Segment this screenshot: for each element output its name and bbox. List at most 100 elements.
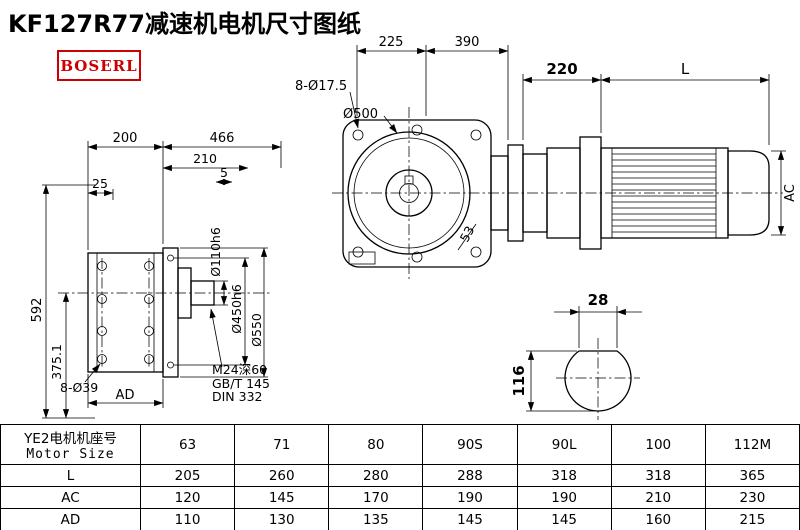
shaft-section-circle <box>564 350 632 412</box>
table-cell: 318 <box>516 464 612 487</box>
page-title: KF127R77减速机电机尺寸图纸 <box>8 10 361 38</box>
motor-assembly <box>490 136 770 250</box>
fan-cover <box>727 150 770 236</box>
bolt-hole <box>352 129 364 141</box>
dim-label-53: 53 <box>457 223 478 244</box>
shaft-section-view: 28 116 <box>510 291 642 412</box>
bolt-hole <box>470 246 482 258</box>
dim-label-28: 28 <box>588 291 609 309</box>
housing-detail <box>348 251 376 265</box>
dim-label-8-d17-5: 8-Ø17.5 <box>295 79 347 94</box>
dim-label-466: 466 <box>210 131 235 146</box>
table-cell: 318 <box>610 464 706 487</box>
frame-size-col-112M: 112M <box>704 424 800 465</box>
flange-hole <box>167 361 174 369</box>
bolt-hole <box>411 124 423 136</box>
flange-hole <box>167 254 174 262</box>
row-label-AC: AC <box>0 486 141 509</box>
table-cell: 145 <box>516 508 612 530</box>
motor-cooling-fins <box>611 148 717 238</box>
table-cell: 365 <box>704 464 800 487</box>
side-view-dimensions: 200 466 210 5 25 592 375.1 Ø110h6 Ø450h6… <box>30 131 282 419</box>
mount-hole <box>144 326 154 336</box>
mount-hole <box>144 354 154 364</box>
motor-size-header-cell: YE2电机机座号 Motor Size <box>0 424 141 465</box>
frame-size-col-90S: 90S <box>422 424 518 465</box>
side-view-centerlines <box>58 258 272 368</box>
frame-size-col-63: 63 <box>139 424 236 465</box>
mount-hole <box>144 294 154 304</box>
bolt-hole <box>470 129 482 141</box>
dim-label-220: 220 <box>546 60 577 78</box>
bore-circle <box>399 183 419 203</box>
table-cell: 110 <box>139 508 236 530</box>
table-cell: 215 <box>704 508 800 530</box>
dim-label-25: 25 <box>92 176 108 191</box>
table-cell: 230 <box>704 486 800 509</box>
dim-label-210: 210 <box>193 151 217 166</box>
table-cell: 210 <box>610 486 706 509</box>
tap-spec-line1: M24深60 <box>212 362 267 377</box>
dim-label-AC: AC <box>783 184 798 202</box>
mount-hole <box>144 261 154 271</box>
table-cell: 190 <box>516 486 612 509</box>
front-motor-dimensions: 225 390 8-Ø17.5 Ø500 53 220 L AC <box>295 35 798 244</box>
table-cell: 145 <box>234 486 330 509</box>
table-cell: 170 <box>328 486 424 509</box>
table-row-AD: AD 110 130 135 145 145 160 215 <box>0 508 800 530</box>
mount-hole <box>97 261 107 271</box>
tap-spec-line2: GB/T 145 <box>212 376 270 391</box>
technical-drawing: 225 390 8-Ø17.5 Ø500 53 220 L AC <box>30 35 798 420</box>
table-cell: 190 <box>422 486 518 509</box>
table-row-L: L 205 260 280 288 318 318 365 <box>0 464 800 487</box>
table-cell: 130 <box>234 508 330 530</box>
hub-circle <box>385 169 433 217</box>
front-motor-centerlines <box>332 107 783 279</box>
table-cell: 280 <box>328 464 424 487</box>
dim-label-L: L <box>681 60 690 78</box>
keyway-notch <box>404 175 414 185</box>
dim-label-d550: Ø550 <box>249 313 264 347</box>
dim-label-8-d39: 8-Ø39 <box>60 380 98 395</box>
frame-size-col-90L: 90L <box>516 424 612 465</box>
dim-label-390: 390 <box>455 35 480 50</box>
side-view <box>87 247 215 378</box>
dim-label-5: 5 <box>220 165 228 180</box>
dim-label-225: 225 <box>379 35 404 50</box>
motor-size-label-en: Motor Size <box>26 447 115 462</box>
motor-size-label-cn: YE2电机机座号 <box>24 431 117 447</box>
dim-label-d450: Ø450h6 <box>229 284 244 334</box>
frame-size-col-80: 80 <box>328 424 424 465</box>
dim-label-200: 200 <box>113 131 138 146</box>
face-edge-lines <box>96 253 155 372</box>
table-cell: 135 <box>328 508 424 530</box>
table-cell: 205 <box>139 464 236 487</box>
holes-39-leader <box>84 363 101 383</box>
table-header-row: YE2电机机座号 Motor Size 63 71 80 90S 90L 100… <box>0 424 800 465</box>
row-label-AD: AD <box>0 508 141 530</box>
frame-size-col-71: 71 <box>234 424 330 465</box>
mounting-holes-8-d39 <box>97 261 154 364</box>
table-row-AC: AC 120 145 170 190 190 210 230 <box>0 486 800 509</box>
dim-label-116: 116 <box>510 365 528 396</box>
mount-hole <box>97 294 107 304</box>
bolt-hole <box>411 251 423 263</box>
output-flange <box>162 247 179 378</box>
output-shaft <box>190 280 215 306</box>
dim-label-d500: Ø500 <box>343 107 378 122</box>
chamfer-leader <box>457 223 477 251</box>
mount-hole <box>97 354 107 364</box>
mount-hole <box>97 326 107 336</box>
brand-logo: BOSERL <box>57 50 141 81</box>
frame-size-col-100: 100 <box>610 424 706 465</box>
dim-label-d110: Ø110h6 <box>208 227 223 277</box>
flange-circle-500 <box>347 131 471 255</box>
flange-dia-leader <box>383 115 398 134</box>
table-cell: 145 <box>422 508 518 530</box>
row-label-L: L <box>0 464 141 487</box>
gearbox-body <box>87 252 164 373</box>
extension-lines <box>526 306 618 412</box>
holes-leader <box>349 91 360 129</box>
table-cell: 160 <box>610 508 706 530</box>
